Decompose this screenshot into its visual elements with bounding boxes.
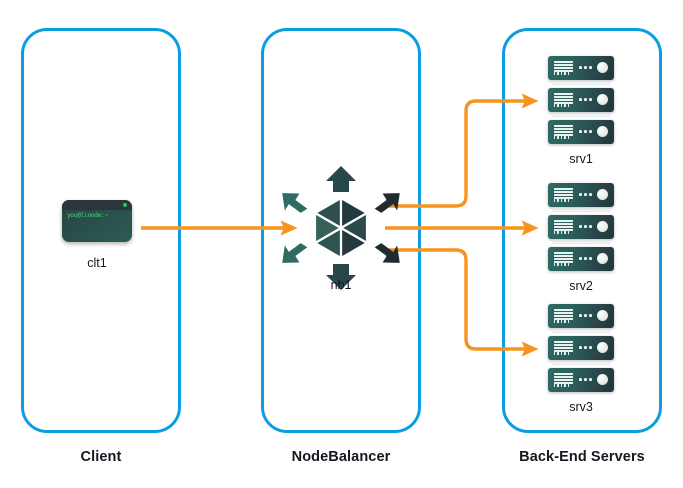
rack-indicator-dots-icon <box>579 314 592 317</box>
rack-ticks-icon <box>554 71 569 75</box>
rack-power-knob-icon <box>597 126 608 137</box>
rack-indicator-dots-icon <box>579 193 592 196</box>
rack-unit <box>548 368 614 392</box>
group-box-nodebalancer <box>261 28 421 433</box>
terminal-prompt-text: you@linode:~ <box>67 212 108 219</box>
rack-unit <box>548 215 614 239</box>
rack-ticks-icon <box>554 230 569 234</box>
rack-vents-icon <box>554 188 573 199</box>
rack-indicator-dots-icon <box>579 225 592 228</box>
rack-power-knob-icon <box>597 374 608 385</box>
rack-divider <box>552 114 610 117</box>
rack-vents-icon <box>554 220 573 231</box>
rack-unit <box>548 88 614 112</box>
rack-indicator-dots-icon <box>579 346 592 349</box>
rack-power-knob-icon <box>597 94 608 105</box>
rack-divider <box>552 241 610 244</box>
rack-indicator-dots-icon <box>579 257 592 260</box>
rack-vents-icon <box>554 93 573 104</box>
group-box-backend <box>502 28 662 433</box>
rack-unit <box>548 304 614 328</box>
rack-indicator-dots-icon <box>579 378 592 381</box>
server-rack-icon-srv3[interactable] <box>548 304 614 394</box>
node-label-srv3: srv3 <box>569 400 593 414</box>
rack-ticks-icon <box>554 351 569 355</box>
rack-vents-icon <box>554 252 573 263</box>
terminal-icon[interactable]: you@linode:~ <box>62 200 132 242</box>
rack-divider <box>552 209 610 212</box>
connection-nb1-to-srv3 <box>385 248 539 357</box>
rack-indicator-dots-icon <box>579 130 592 133</box>
rack-indicator-dots-icon <box>579 66 592 69</box>
group-caption-nodebalancer: NodeBalancer <box>291 449 391 465</box>
rack-power-knob-icon <box>597 189 608 200</box>
terminal-titlebar <box>62 200 132 210</box>
group-caption-backend: Back-End Servers <box>519 449 645 465</box>
rack-vents-icon <box>554 373 573 384</box>
rack-ticks-icon <box>554 383 569 387</box>
server-rack-icon-srv2[interactable] <box>548 183 614 273</box>
rack-ticks-icon <box>554 198 569 202</box>
rack-divider <box>552 330 610 333</box>
rack-ticks-icon <box>554 319 569 323</box>
rack-vents-icon <box>554 309 573 320</box>
rack-ticks-icon <box>554 103 569 107</box>
rack-unit <box>548 336 614 360</box>
rack-ticks-icon <box>554 135 569 139</box>
node-label-nb1: nb1 <box>330 278 352 292</box>
server-rack-icon-srv1[interactable] <box>548 56 614 146</box>
rack-indicator-dots-icon <box>579 98 592 101</box>
terminal-status-dot-icon <box>123 203 127 207</box>
rack-power-knob-icon <box>597 310 608 321</box>
rack-ticks-icon <box>554 262 569 266</box>
rack-vents-icon <box>554 61 573 72</box>
rack-unit <box>548 183 614 207</box>
connection-nb1-to-srv1 <box>385 93 539 208</box>
rack-power-knob-icon <box>597 62 608 73</box>
rack-vents-icon <box>554 341 573 352</box>
group-caption-client: Client <box>80 449 122 465</box>
group-box-client <box>21 28 181 433</box>
rack-divider <box>552 82 610 85</box>
rack-unit <box>548 247 614 271</box>
node-label-srv1: srv1 <box>569 152 593 166</box>
node-label-clt1: clt1 <box>87 256 107 270</box>
rack-vents-icon <box>554 125 573 136</box>
node-label-srv2: srv2 <box>569 279 593 293</box>
rack-unit <box>548 120 614 144</box>
rack-divider <box>552 362 610 365</box>
rack-unit <box>548 56 614 80</box>
rack-power-knob-icon <box>597 253 608 264</box>
rack-power-knob-icon <box>597 221 608 232</box>
rack-power-knob-icon <box>597 342 608 353</box>
